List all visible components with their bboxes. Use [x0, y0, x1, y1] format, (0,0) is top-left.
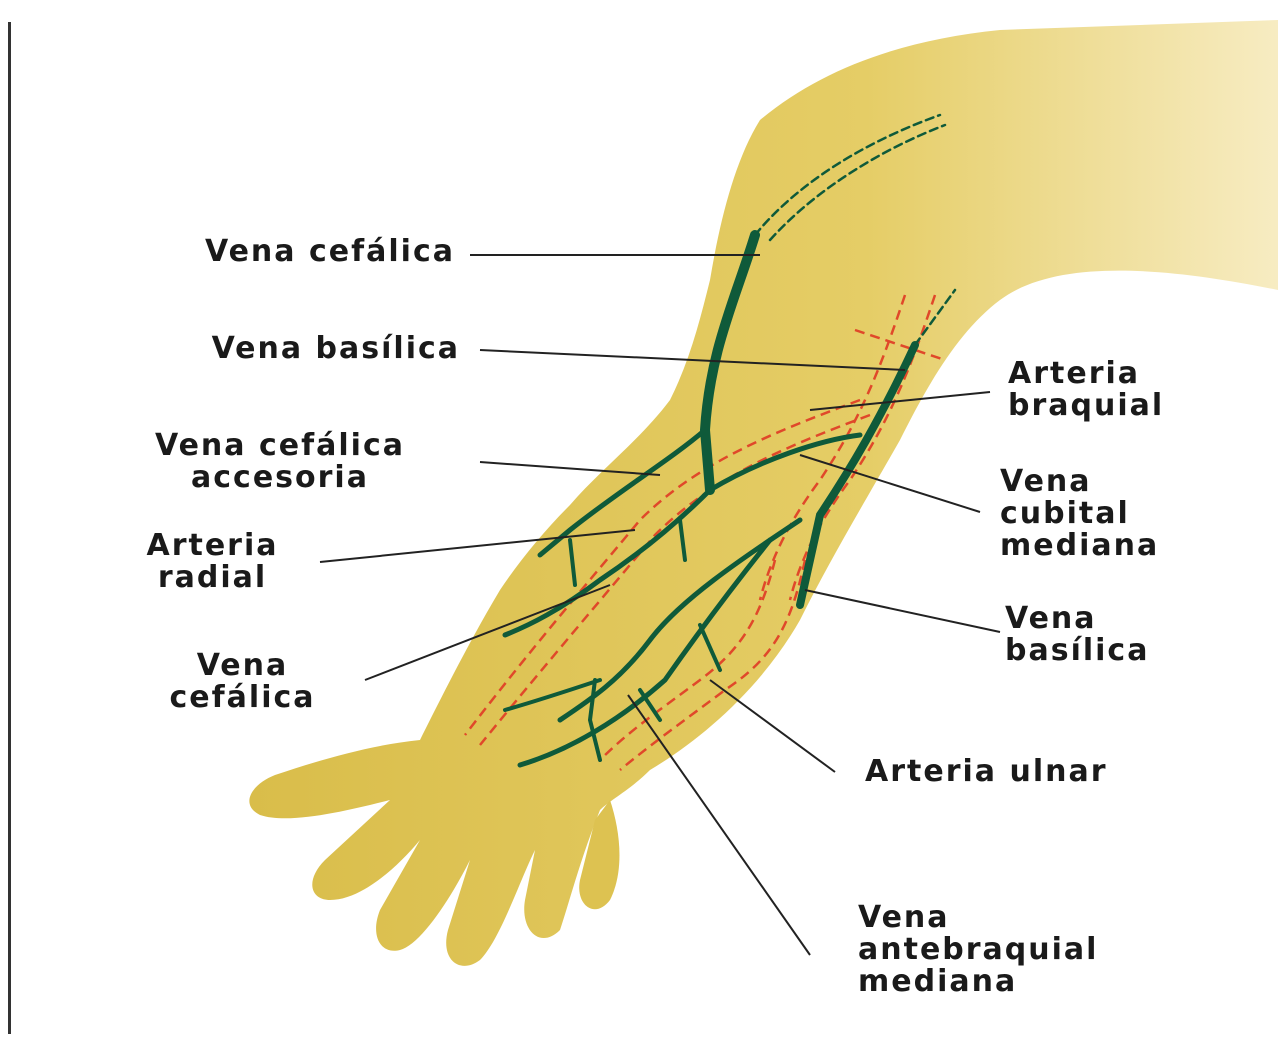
label-arteria-ulnar: Arteria ulnar [865, 756, 1245, 788]
label-vena-basilica-right: Vena basílica [1005, 603, 1245, 667]
leader-vena-basilica-right [805, 590, 1000, 632]
label-arteria-braquial: Arteria braquial [1008, 358, 1258, 422]
label-vena-basilica-top: Vena basílica [60, 333, 460, 365]
label-vena-antebraquial-mediana: Vena antebraquial mediana [858, 902, 1238, 998]
label-vena-cefalica-top: Vena cefálica [60, 236, 455, 268]
leader-arteria-ulnar [710, 680, 835, 772]
label-arteria-radial: Arteria radial [100, 530, 325, 594]
label-vena-cefalica-accesoria: Vena cefálica accesoria [90, 430, 470, 494]
label-vena-cubital-mediana: Vena cubital mediana [1000, 466, 1260, 562]
frame-left-border [8, 22, 11, 1034]
label-vena-cefalica-bottom: Vena cefálica [125, 650, 360, 714]
